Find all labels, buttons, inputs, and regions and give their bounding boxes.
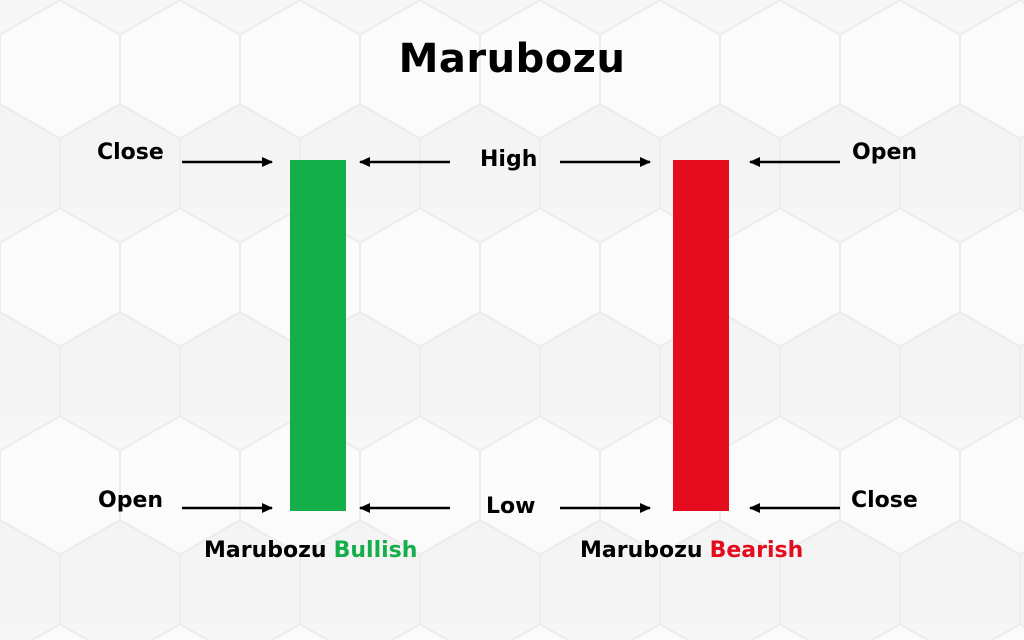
- label-low: Low: [486, 494, 536, 519]
- bearish-candle: [673, 160, 729, 511]
- caption-bullish-prefix: Marubozu: [204, 538, 327, 563]
- caption-bearish-prefix: Marubozu: [580, 538, 703, 563]
- label-bearish-close: Close: [851, 488, 918, 513]
- diagram-title: Marubozu: [398, 36, 626, 82]
- label-bullish-open: Open: [98, 488, 164, 513]
- bullish-candle: [290, 160, 346, 511]
- caption-bullish-kind: Bullish: [333, 538, 418, 563]
- label-bearish-open: Open: [852, 140, 918, 165]
- label-bullish-close: Close: [97, 140, 164, 165]
- caption-bearish-kind: Bearish: [709, 538, 804, 563]
- label-high: High: [480, 147, 538, 172]
